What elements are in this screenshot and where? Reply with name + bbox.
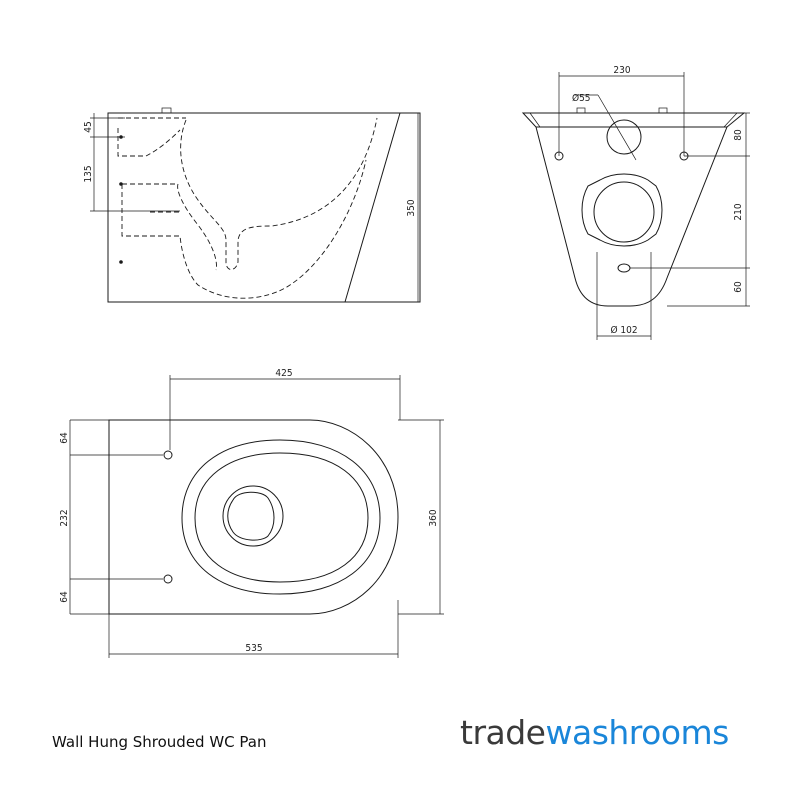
dim-plan-fixing-spacing: 232 <box>59 509 70 526</box>
rear-flange-edge <box>529 112 541 128</box>
rear-leader-inlet <box>597 94 637 161</box>
rear-top-stud <box>576 107 586 114</box>
dim-plan-edge-to-fixing-bottom: 64 <box>59 591 70 603</box>
plan-fixing-hole-top <box>163 450 173 460</box>
dim-rear-top-to-fixing: 80 <box>733 129 744 141</box>
rear-waste-fixing-hole <box>617 263 631 273</box>
brand-logo: tradewashrooms <box>460 713 729 752</box>
side-fixing-point-middle <box>119 182 123 186</box>
plan-seat-outer <box>181 439 381 595</box>
rear-top-stud <box>658 107 668 114</box>
plan-seat-inner <box>194 452 369 583</box>
plan-fixing-hole-bottom <box>163 574 173 584</box>
side-body-outline <box>107 112 421 303</box>
dim-rear-fixing-centres: 230 <box>613 65 630 76</box>
dim-rear-fixing-to-waste: 210 <box>733 203 744 220</box>
dim-plan-length: 535 <box>245 643 262 654</box>
rear-inlet-circle <box>606 119 642 155</box>
dim-rear-inlet-diameter: Ø55 <box>572 92 591 104</box>
brand-logo-part2: washrooms <box>545 713 729 752</box>
rear-outlet-circle <box>593 181 655 243</box>
dim-rear-outlet-diameter: Ø 102 <box>610 324 637 336</box>
side-top-stud <box>161 107 172 114</box>
product-caption: Wall Hung Shrouded WC Pan <box>52 733 267 751</box>
side-bowl-outer-hidden-line <box>117 117 367 299</box>
dim-side-top-offset: 45 <box>83 121 94 132</box>
side-bowl-hidden-line <box>180 117 378 270</box>
dim-side-height: 350 <box>406 199 417 216</box>
plan-outline <box>108 419 399 615</box>
rear-flange-edge <box>723 112 738 128</box>
plan-view: 425 64 232 64 360 535 <box>59 368 444 658</box>
plan-bowl-opening-inner <box>227 491 275 541</box>
brand-logo-part1: trade <box>460 713 546 752</box>
rear-view: 230 Ø55 80 210 60 Ø 102 <box>521 65 750 340</box>
plan-bowl-opening-outer <box>222 485 284 547</box>
rear-shroud-outline <box>521 112 746 307</box>
dim-side-fixing-spacing: 135 <box>83 165 94 182</box>
dim-plan-edge-to-fixing-top: 64 <box>59 432 70 444</box>
dim-plan-fixing-depth: 425 <box>275 368 292 379</box>
rear-outlet-socket <box>581 173 663 247</box>
dim-rear-waste-to-bottom: 60 <box>733 281 744 293</box>
side-view: 45 135 350 <box>83 107 421 303</box>
side-fixing-point-bottom <box>119 260 123 264</box>
side-shroud-slope <box>344 112 401 303</box>
dim-plan-width: 360 <box>428 509 439 526</box>
